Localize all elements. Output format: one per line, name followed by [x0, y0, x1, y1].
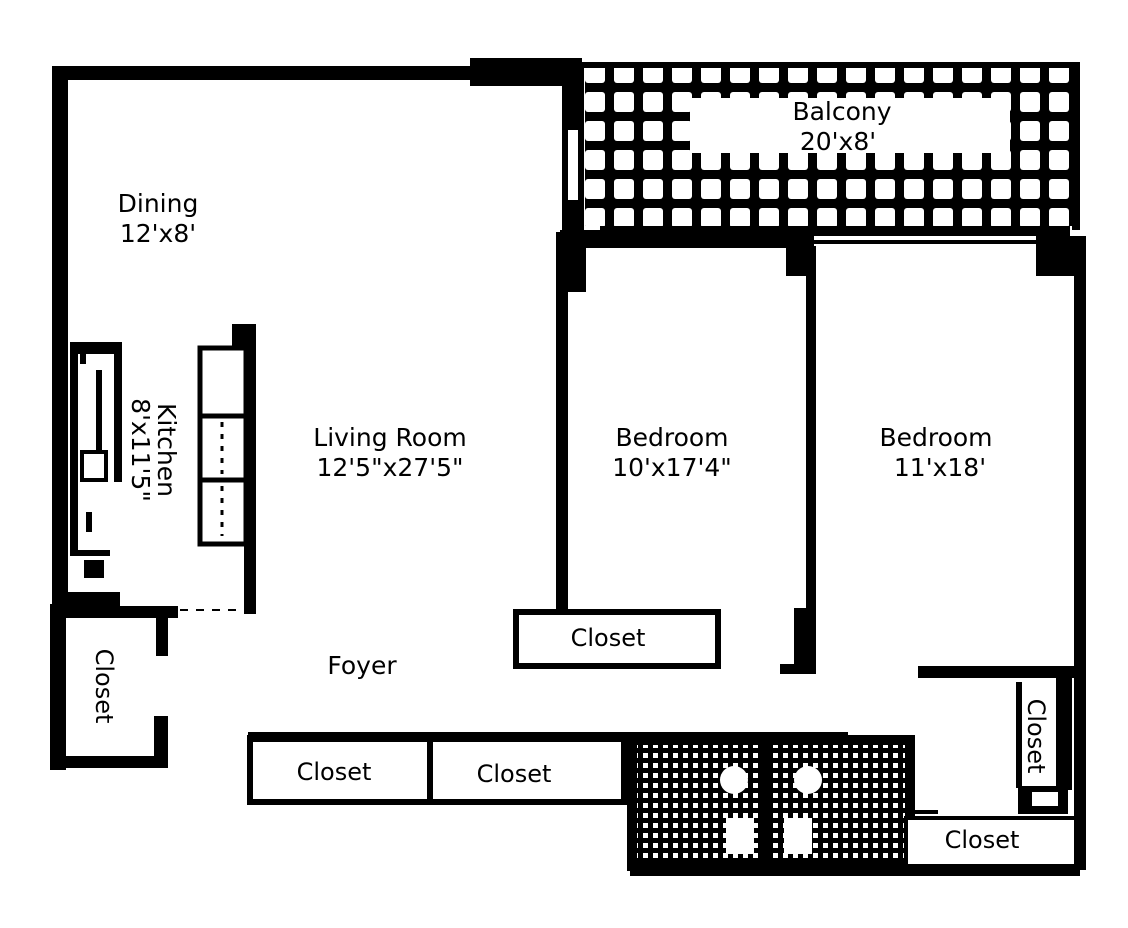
kitchen — [66, 342, 249, 611]
bedroom2-size: 11'x18' — [894, 453, 986, 482]
closet-bedroom2-side-label: Closet — [1022, 699, 1050, 774]
bedroom1-name: Bedroom — [615, 423, 728, 452]
closet-bedroom1-label: Closet — [571, 624, 646, 652]
kitchen-name: Kitchen — [152, 403, 181, 497]
closet-hall-b-label: Closet — [477, 760, 552, 788]
closet-entry-left-label: Closet — [90, 649, 118, 724]
closet-bedroom2-side: Closet — [1022, 699, 1050, 774]
hall-closet-top-wall — [248, 732, 848, 742]
closet-hall-a-label: Closet — [297, 758, 372, 786]
closet-entry-left: Closet — [90, 649, 118, 724]
walls — [50, 58, 1086, 876]
closet-bedroom2-bottom-label: Closet — [945, 826, 1020, 854]
kitchen-label: Kitchen 8'x11'5" — [126, 398, 181, 502]
dining-size: 12'x8' — [120, 219, 196, 248]
bathrooms — [627, 735, 938, 871]
living-room-size: 12'5"x27'5" — [317, 453, 464, 482]
bedroom2-closet-detail — [904, 682, 1078, 868]
balcony-size: 20'x8' — [800, 127, 876, 156]
bedroom1-size: 10'x17'4" — [612, 453, 732, 482]
balcony — [562, 62, 1080, 232]
bedroom2-name: Bedroom — [879, 423, 992, 452]
foyer-name: Foyer — [327, 651, 397, 680]
living-room-name: Living Room — [313, 423, 466, 452]
balcony-name: Balcony — [792, 97, 891, 126]
kitchen-size: 8'x11'5" — [126, 398, 155, 502]
closet-outlines — [247, 609, 721, 805]
dining-name: Dining — [118, 189, 199, 218]
